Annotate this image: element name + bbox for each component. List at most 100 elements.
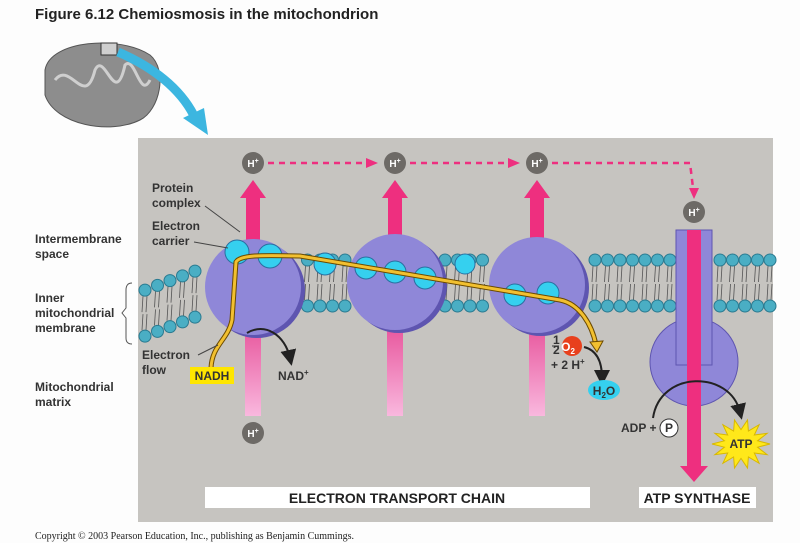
lipid-tail xyxy=(616,283,619,301)
nadh-badge xyxy=(190,367,234,384)
lipid-tail xyxy=(595,283,598,301)
water-arrow xyxy=(583,346,610,386)
lipid-tail xyxy=(308,283,310,301)
lipid-head xyxy=(638,253,652,267)
nad-arrow xyxy=(246,328,297,366)
svg-text:O2: O2 xyxy=(561,340,575,356)
lipid-tail xyxy=(641,265,644,283)
lipid-tail xyxy=(320,283,323,301)
proton-h-plus: H+ xyxy=(242,422,264,444)
lipid-head xyxy=(188,310,202,324)
lipid-tail xyxy=(170,304,173,321)
lipid-tail xyxy=(608,283,610,301)
protein-complex-3 xyxy=(489,237,589,336)
lipid-tail xyxy=(629,283,631,301)
lipid-tail xyxy=(654,265,656,283)
lipid-tail xyxy=(158,291,160,308)
lipid-tail xyxy=(454,283,456,301)
water-product xyxy=(588,380,620,400)
lipid-tail xyxy=(595,265,598,283)
lipid-head xyxy=(713,299,727,313)
lipid-tail xyxy=(633,265,635,283)
lipid-tail xyxy=(454,265,456,283)
svg-text:H+: H+ xyxy=(688,207,699,219)
protons: H+H+H+H+H+ xyxy=(242,152,705,444)
lipid-head xyxy=(163,320,177,334)
electron-flow-path-fill xyxy=(209,254,598,369)
membrane-brace xyxy=(121,282,133,345)
lipid-head xyxy=(151,324,164,338)
lipid-tail xyxy=(729,265,731,283)
lipid-head xyxy=(138,329,152,343)
callout-electron-flow: Electron flow xyxy=(142,344,219,377)
atp-starburst xyxy=(711,418,771,470)
protein-complex-2 xyxy=(347,234,447,333)
callout-electron-carrier: Electron carrier xyxy=(152,219,229,249)
label-mitochondrial-matrix: Mitochondrial matrix xyxy=(35,380,114,409)
lipid-tail xyxy=(766,283,769,301)
lipid-head xyxy=(651,299,664,313)
lipid-head xyxy=(588,253,602,267)
lipid-tail xyxy=(458,283,460,301)
lipid-tail xyxy=(745,283,748,301)
lipid-head xyxy=(338,299,352,313)
lipid-tail xyxy=(166,286,169,303)
lipid-head xyxy=(326,299,339,313)
lipid-head xyxy=(763,253,777,267)
lipid-tail xyxy=(754,265,756,283)
proton-h-plus: H+ xyxy=(242,152,264,174)
atp-label: ATP xyxy=(729,437,752,451)
banner-etc-label: ELECTRON TRANSPORT CHAIN xyxy=(289,490,505,506)
label-intermembrane-space: Intermembrane space xyxy=(35,232,122,261)
banner-etc xyxy=(205,487,590,508)
lipid-tail xyxy=(345,283,348,301)
lipid-head xyxy=(713,253,727,267)
lipid-head xyxy=(188,264,202,278)
svg-text:carrier: carrier xyxy=(152,234,190,248)
lipid-tail xyxy=(154,309,156,326)
lipid-tail xyxy=(483,265,485,283)
lipid-tail xyxy=(141,296,144,313)
lipid-tail xyxy=(629,265,631,283)
lipid-tail xyxy=(770,283,773,301)
lipid-tail xyxy=(620,265,623,283)
mitochondrion-icon xyxy=(44,42,161,128)
svg-text:Mitochondrial: Mitochondrial xyxy=(35,380,114,394)
lipid-tail xyxy=(604,265,606,283)
lipid-tail xyxy=(729,283,731,301)
lipid-tail xyxy=(641,283,644,301)
lipid-tail xyxy=(183,281,185,298)
nadh-label: NADH xyxy=(195,369,230,383)
lipid-head xyxy=(738,253,752,267)
lipid-head xyxy=(451,299,464,313)
lipid-tail xyxy=(183,299,185,316)
lipid-tail xyxy=(620,283,623,301)
lipid-tail xyxy=(716,265,719,283)
lipid-tail xyxy=(608,265,610,283)
svg-text:H+: H+ xyxy=(247,428,258,440)
atp-synthase-proton-arrow xyxy=(687,230,701,470)
lipid-head xyxy=(176,315,189,329)
zoom-box xyxy=(100,42,118,56)
lipid-tail xyxy=(658,283,660,301)
svg-text:complex: complex xyxy=(152,196,201,210)
lipid-head xyxy=(651,253,664,267)
lipid-tail xyxy=(304,283,306,301)
lipid-tail xyxy=(341,283,344,301)
lipid-tail xyxy=(316,283,319,301)
svg-text:Intermembrane: Intermembrane xyxy=(35,232,122,246)
lipid-tail xyxy=(670,283,673,301)
lipid-head xyxy=(176,269,189,283)
lipid-head xyxy=(476,253,489,267)
lipid-tail xyxy=(329,283,331,301)
lipid-head xyxy=(613,253,627,267)
electron-flow-arrowhead xyxy=(589,340,604,353)
proton-path-dashed xyxy=(268,161,696,197)
lipid-tail xyxy=(720,265,723,283)
lipid-tail xyxy=(741,283,744,301)
lipid-tail xyxy=(479,265,481,283)
svg-text:Electron: Electron xyxy=(152,219,200,233)
lipid-head xyxy=(738,299,752,313)
svg-text:+ 2 H+: + 2 H+ xyxy=(551,357,585,372)
